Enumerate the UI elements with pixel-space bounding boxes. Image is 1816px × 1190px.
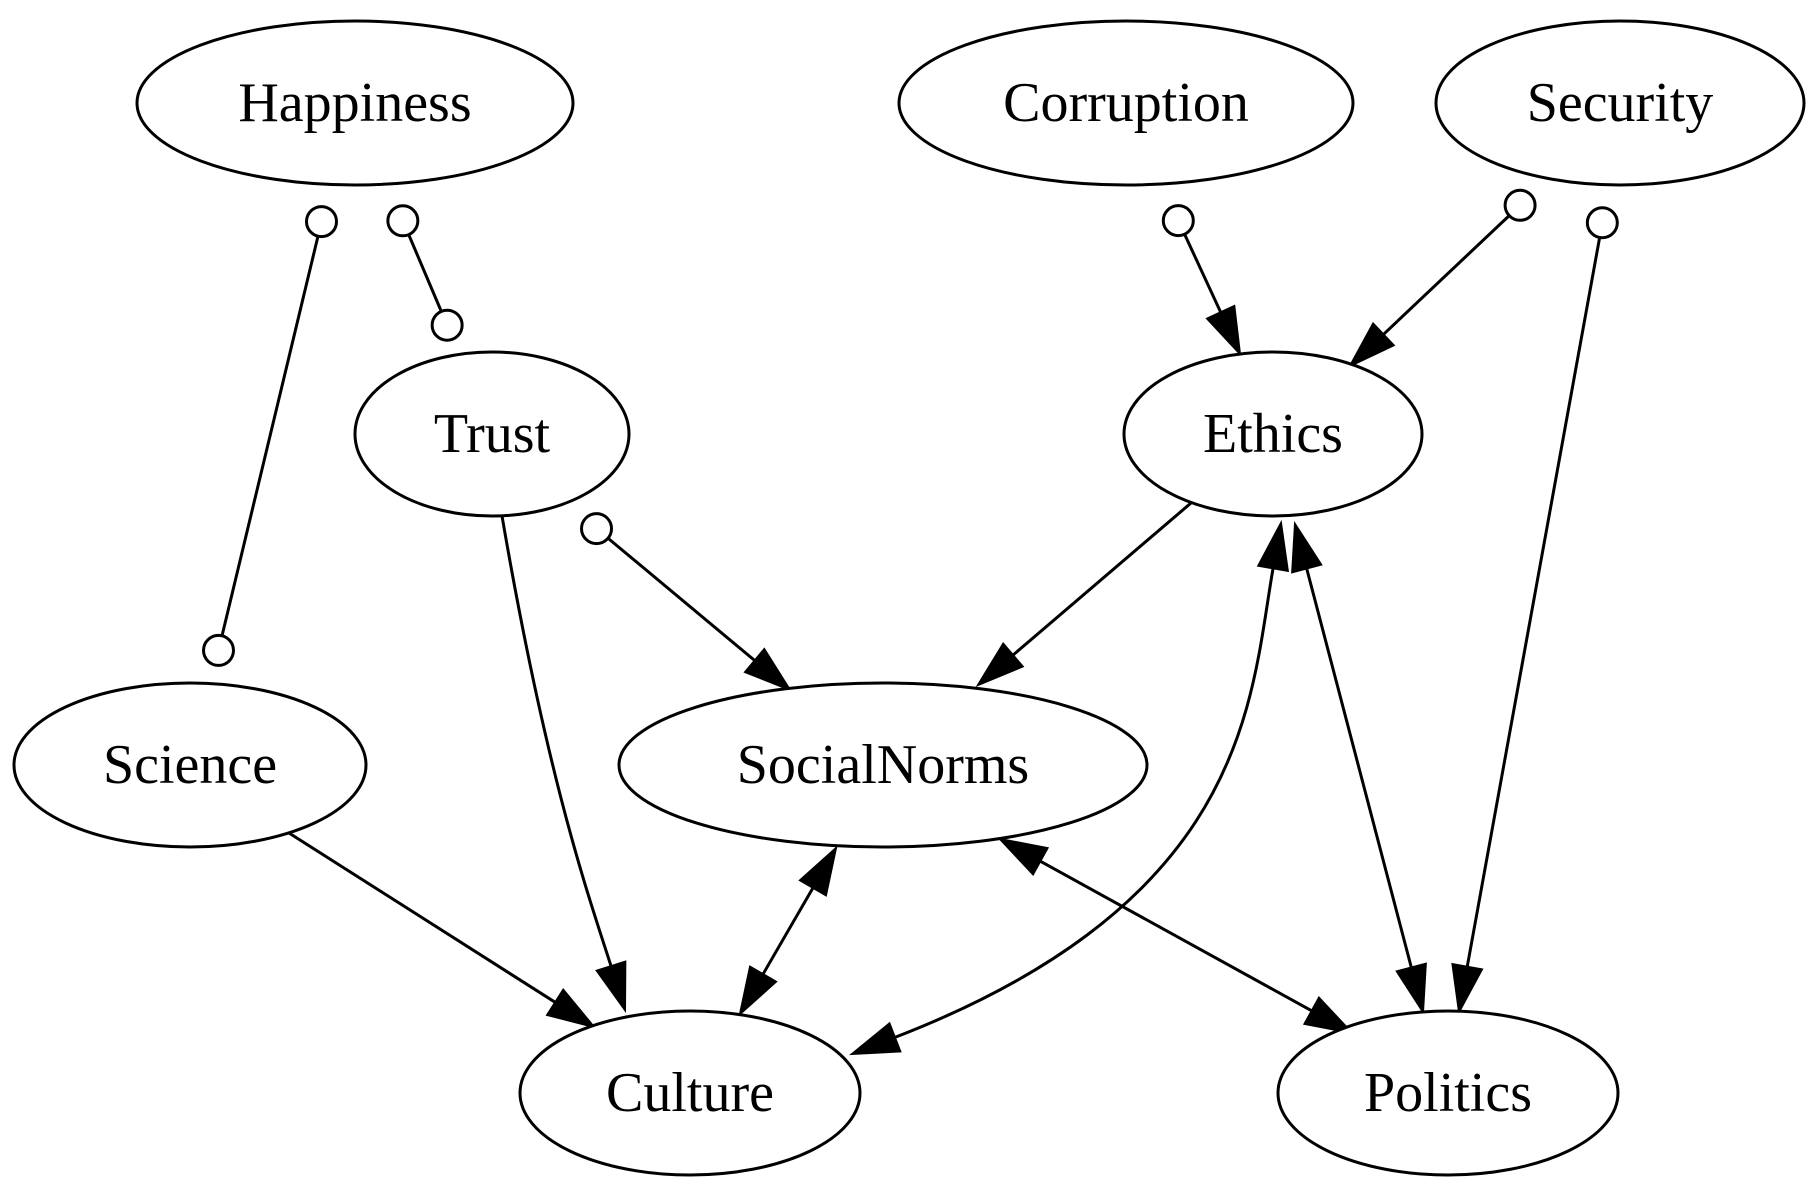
target-arrowhead — [1205, 304, 1242, 357]
source-arrowhead — [798, 845, 838, 897]
edge-line — [1465, 237, 1602, 968]
edge-line — [500, 515, 613, 967]
node-culture[interactable]: Culture — [518, 1009, 862, 1177]
node-science-label: Science — [103, 734, 277, 796]
edge-line — [1382, 214, 1511, 336]
edge-socialnorms-politics — [997, 837, 1355, 1035]
node-politics-shape — [1276, 1009, 1620, 1177]
edges-layer — [202, 188, 1619, 1056]
edge-line — [407, 234, 443, 312]
node-culture-shape — [518, 1009, 862, 1177]
target-arrowhead — [1451, 962, 1484, 1016]
edge-line — [607, 537, 756, 662]
node-politics-label: Politics — [1364, 1062, 1532, 1124]
node-trust[interactable]: Trust — [353, 350, 631, 518]
edge-line — [894, 568, 1275, 1039]
node-science[interactable]: Science — [12, 681, 368, 849]
edge-socialnorms-culture — [738, 845, 838, 1017]
edge-line — [761, 887, 815, 975]
edge-trust-socialnorms — [580, 512, 793, 693]
node-socialnorms-shape — [617, 681, 1149, 849]
node-trust-label: Trust — [434, 403, 551, 465]
target-arrowhead — [743, 647, 793, 693]
node-security[interactable]: Security — [1434, 19, 1806, 187]
edge-science-culture — [288, 831, 597, 1029]
source-circle-mark — [386, 204, 420, 238]
target-arrowhead — [848, 1021, 902, 1056]
node-corruption-shape — [897, 19, 1355, 187]
node-corruption[interactable]: Corruption — [897, 19, 1355, 187]
target-arrowhead — [975, 642, 1025, 688]
edge-line — [1039, 859, 1313, 1013]
edge-ethics-culture — [848, 519, 1290, 1056]
node-happiness[interactable]: Happiness — [135, 19, 575, 187]
edge-ethics-politics — [1291, 520, 1427, 1016]
edge-line — [1305, 568, 1413, 968]
node-happiness-shape — [135, 19, 575, 187]
edge-line — [220, 235, 320, 637]
node-happiness-label: Happiness — [238, 72, 471, 134]
target-arrowhead — [738, 965, 778, 1017]
edge-trust-culture — [500, 515, 627, 1014]
source-arrowhead — [997, 837, 1050, 877]
node-culture-label: Culture — [606, 1062, 774, 1124]
node-ethics-shape — [1122, 350, 1424, 518]
node-socialnorms-label: SocialNorms — [737, 734, 1029, 796]
node-ethics[interactable]: Ethics — [1122, 350, 1424, 518]
edge-happiness-trust — [386, 204, 464, 342]
node-security-label: Security — [1527, 72, 1714, 134]
target-circle-mark — [430, 308, 464, 342]
edge-security-politics — [1451, 206, 1619, 1016]
edge-line — [1011, 501, 1192, 657]
target-arrowhead — [1395, 962, 1427, 1016]
node-ethics-label: Ethics — [1203, 403, 1343, 465]
source-circle-mark — [1585, 206, 1619, 240]
node-trust-shape — [353, 350, 631, 518]
target-arrowhead — [1302, 995, 1355, 1035]
edge-line — [1183, 233, 1223, 313]
node-socialnorms[interactable]: SocialNorms — [617, 681, 1149, 849]
source-arrowhead — [1291, 520, 1323, 574]
node-security-shape — [1434, 19, 1806, 187]
node-science-shape — [12, 681, 368, 849]
source-circle-mark — [1503, 188, 1537, 222]
edge-ethics-socialnorms — [975, 501, 1192, 688]
source-circle-mark — [304, 205, 338, 239]
target-arrowhead — [1347, 321, 1396, 369]
node-corruption-label: Corruption — [1003, 72, 1249, 134]
edge-security-ethics — [1347, 188, 1537, 369]
target-arrowhead — [595, 960, 627, 1014]
source-circle-mark — [580, 512, 614, 546]
target-arrowhead — [545, 987, 597, 1029]
nodes-layer: Happiness Corruption Security Trust Ethi… — [12, 19, 1806, 1177]
edge-corruption-ethics — [1161, 204, 1242, 357]
edge-happiness-science — [202, 205, 338, 667]
source-arrowhead — [1256, 519, 1290, 573]
source-circle-mark — [1161, 204, 1195, 238]
target-circle-mark — [202, 633, 236, 667]
node-politics[interactable]: Politics — [1276, 1009, 1620, 1177]
edge-line — [288, 831, 556, 1004]
